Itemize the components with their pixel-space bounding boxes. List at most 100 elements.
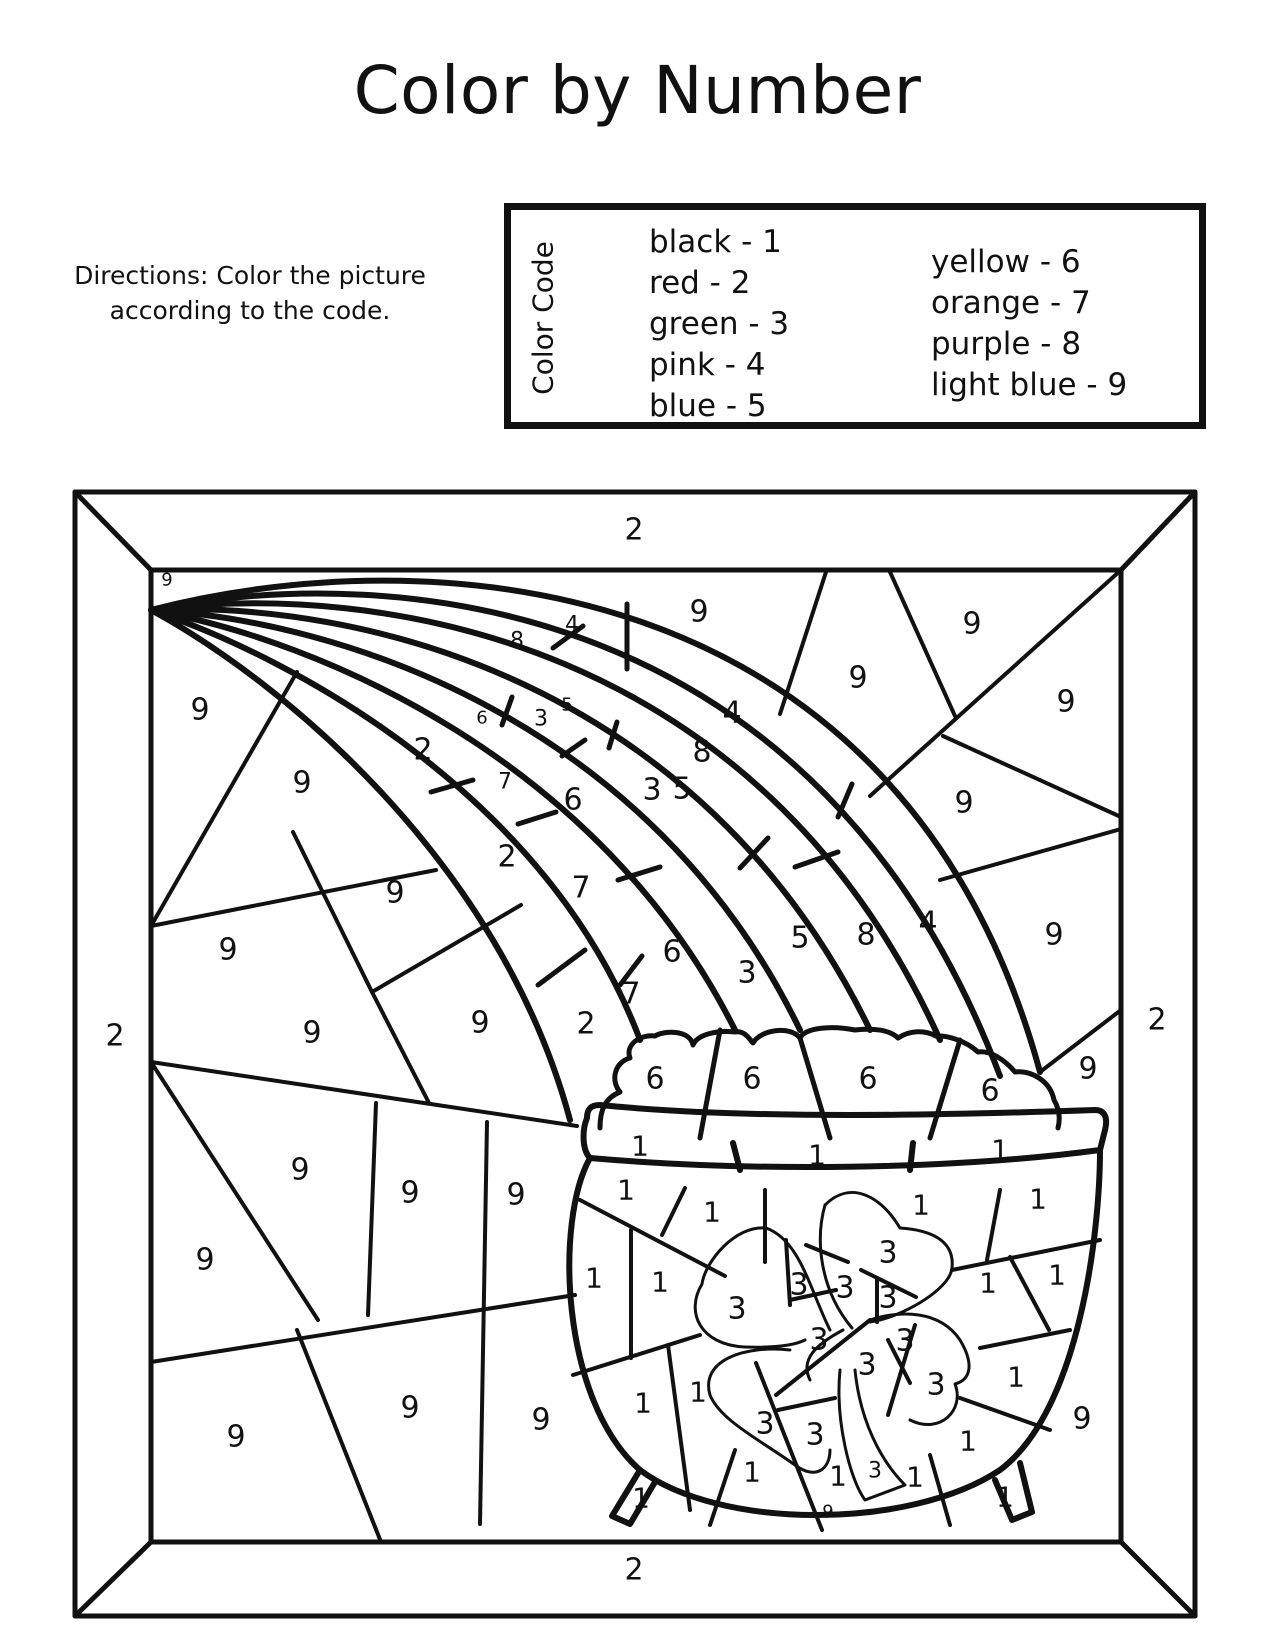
rainbow bbox=[148, 577, 1043, 1123]
code-entry: blue - 5 bbox=[649, 388, 767, 424]
region-number: 9 bbox=[848, 661, 867, 696]
region-number: 1 bbox=[991, 1134, 1009, 1167]
region-number: 2 bbox=[413, 733, 432, 768]
region-number: 1 bbox=[808, 1139, 826, 1172]
region-number: 5 bbox=[672, 772, 691, 807]
region-number: 6 bbox=[645, 1062, 664, 1097]
sky-segments bbox=[149, 568, 1123, 1544]
region-number: 9 bbox=[954, 786, 973, 821]
pot-rim bbox=[580, 1102, 1110, 1173]
region-number: 6 bbox=[742, 1062, 761, 1097]
region-number: 3 bbox=[857, 1348, 876, 1383]
color-code-box: Color Code black - 1 red - 2 green - 3 p… bbox=[504, 203, 1206, 429]
region-number: 9 bbox=[689, 595, 708, 630]
region-number: 8 bbox=[856, 918, 875, 953]
region-number: 3 bbox=[926, 1368, 945, 1403]
region-number: 3 bbox=[809, 1323, 828, 1358]
region-number: 7 bbox=[621, 977, 640, 1012]
rainbow-dividers bbox=[428, 601, 855, 988]
region-number: 3 bbox=[789, 1268, 808, 1303]
region-number: 1 bbox=[996, 1481, 1014, 1514]
region-number: 9 bbox=[1072, 1402, 1091, 1437]
region-number: 9 bbox=[1044, 918, 1063, 953]
region-number: 4 bbox=[722, 696, 741, 731]
region-number: 9 bbox=[292, 766, 311, 801]
region-number: 9 bbox=[1056, 685, 1075, 720]
region-number: 3 bbox=[895, 1324, 914, 1359]
shamrock-segments bbox=[754, 1238, 918, 1532]
region-number: 9 bbox=[822, 1502, 833, 1523]
region-number: 9 bbox=[161, 570, 172, 591]
region-number: 9 bbox=[531, 1403, 550, 1438]
region-number: 9 bbox=[226, 1420, 245, 1455]
region-number: 6 bbox=[662, 935, 681, 970]
region-number: 1 bbox=[1007, 1361, 1025, 1394]
directions-text: Directions: Color the picture according … bbox=[74, 261, 426, 325]
region-number: 1 bbox=[634, 1387, 652, 1420]
region-number: 9 bbox=[1078, 1052, 1097, 1087]
region-number: 8 bbox=[510, 629, 524, 654]
region-number: 4 bbox=[565, 613, 579, 638]
region-number: 2 bbox=[497, 840, 516, 875]
region-number: 3 bbox=[727, 1292, 746, 1327]
region-number: 8 bbox=[692, 735, 711, 770]
region-number: 3 bbox=[755, 1407, 774, 1442]
pot-segments bbox=[571, 1186, 1102, 1527]
code-entry: pink - 4 bbox=[649, 347, 766, 383]
code-entry: light blue - 9 bbox=[931, 367, 1128, 403]
region-number: 9 bbox=[470, 1006, 489, 1041]
region-number: 7 bbox=[571, 871, 590, 906]
region-number: 3 bbox=[737, 956, 756, 991]
region-number: 3 bbox=[878, 1281, 897, 1316]
region-number: 1 bbox=[959, 1425, 977, 1458]
code-entry: red - 2 bbox=[649, 265, 751, 301]
region-number: 3 bbox=[835, 1271, 854, 1306]
region-number: 5 bbox=[561, 695, 572, 716]
shamrock bbox=[693, 1191, 971, 1502]
region-number: 1 bbox=[1029, 1183, 1047, 1216]
region-number: 3 bbox=[534, 707, 548, 732]
region-number: 2 bbox=[576, 1007, 595, 1042]
region-number: 1 bbox=[617, 1174, 635, 1207]
region-number: 1 bbox=[689, 1376, 707, 1409]
region-number: 3 bbox=[805, 1418, 824, 1453]
region-number: 9 bbox=[218, 933, 237, 968]
region-number: 1 bbox=[912, 1189, 930, 1222]
region-number: 1 bbox=[829, 1460, 847, 1493]
region-number: 7 bbox=[498, 770, 512, 795]
code-entry: black - 1 bbox=[649, 224, 782, 260]
region-number: 6 bbox=[980, 1074, 999, 1109]
region-number: 9 bbox=[506, 1178, 525, 1213]
frame-label-right: 2 bbox=[1147, 1003, 1166, 1038]
region-number: 6 bbox=[476, 708, 487, 729]
region-number: 3 bbox=[642, 773, 661, 808]
region-number: 5 bbox=[790, 921, 809, 956]
code-entry: green - 3 bbox=[649, 306, 790, 342]
region-number: 3 bbox=[868, 1459, 882, 1484]
region-number: 1 bbox=[632, 1482, 650, 1515]
gold-coins bbox=[597, 1025, 1062, 1141]
region-number: 9 bbox=[302, 1016, 321, 1051]
pot-body bbox=[566, 1147, 1103, 1527]
picture-frame bbox=[72, 489, 1198, 1619]
page-title: Color by Number bbox=[353, 52, 922, 129]
frame-label-bottom: 2 bbox=[624, 1553, 643, 1588]
region-number: 9 bbox=[400, 1176, 419, 1211]
region-number: 1 bbox=[743, 1456, 761, 1489]
region-number: 1 bbox=[906, 1461, 924, 1494]
region-number: 1 bbox=[585, 1262, 603, 1295]
region-number: 4 bbox=[918, 906, 937, 941]
region-number: 9 bbox=[195, 1243, 214, 1278]
region-number: 9 bbox=[962, 607, 981, 642]
code-entry: yellow - 6 bbox=[931, 244, 1081, 280]
region-number: 6 bbox=[858, 1062, 877, 1097]
region-number: 1 bbox=[1048, 1259, 1066, 1292]
color-code-column-1: black - 1 red - 2 green - 3 pink - 4 blu… bbox=[649, 222, 789, 427]
region-number: 9 bbox=[400, 1391, 419, 1426]
region-number: 6 bbox=[563, 783, 582, 818]
frame-label-left: 2 bbox=[105, 1019, 124, 1054]
region-number: 9 bbox=[385, 876, 404, 911]
region-number: 1 bbox=[979, 1267, 997, 1300]
